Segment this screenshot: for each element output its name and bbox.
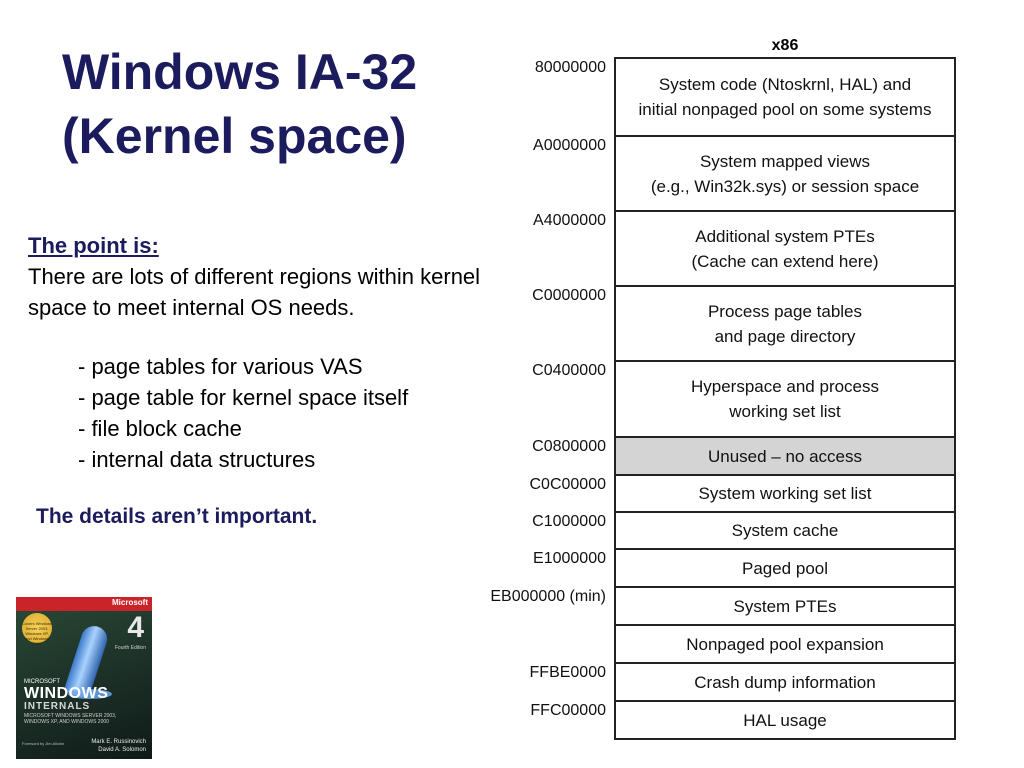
address-label: A0000000 [533,137,606,154]
memory-region-text: Paged pool [742,556,828,581]
bullet-item: - page tables for various VAS [78,354,363,379]
memory-region-text: Process page tables and page directory [708,299,862,349]
book-publisher: Microsoft [112,598,148,607]
memory-region-line: Nonpaged pool expansion [686,634,884,654]
memory-region-line: Unused – no access [707,446,863,466]
memory-region-text: System cache [732,518,839,543]
memory-region: Unused – no access [616,438,954,476]
address-label: C0400000 [532,362,606,379]
book-foreword: Foreword by Jim Allchin [22,741,65,746]
bullet-item: - internal data structures [78,447,316,472]
memory-region-text: HAL usage [743,708,826,733]
memory-region-text: Crash dump information [694,670,875,695]
point-body: There are lots of different regions with… [28,264,481,320]
book-brand: MICROSOFT [24,679,60,685]
memory-region: System PTEs [616,588,954,626]
memory-region: Additional system PTEs (Cache can extend … [616,212,954,287]
book-author: David A. Solomon [98,747,146,753]
memory-region-line: Process page tables [707,301,863,321]
memory-region-line: initial nonpaged pool on some systems [638,100,932,119]
book-author: Mark E. Russinovich [91,739,146,745]
memory-region: Crash dump information [616,664,954,702]
memory-map-diagram: System code (Ntoskrnl, HAL) and initial n… [614,57,956,740]
address-label: C0C00000 [529,476,607,493]
memory-region: Hyperspace and process working set list [616,362,954,438]
memory-map-label: x86 [771,37,799,54]
memory-region-text: System working set list [699,481,872,506]
book-publisher-band: Microsoft [16,597,152,611]
address-label: FFC00000 [530,702,606,719]
address-label: 80000000 [534,59,606,76]
memory-region-line: System code (Ntoskrnl, HAL) and [658,75,912,94]
memory-region-line: Additional system PTEs [695,226,875,246]
memory-region-line: Paged pool [741,558,829,578]
memory-region: Paged pool [616,550,954,588]
memory-region-text: System mapped views (e.g., Win32k.sys) or… [651,149,919,199]
memory-region-line: (Cache can extend here) [691,251,879,271]
address-label: FFBE0000 [529,664,606,681]
address-label: C1000000 [532,513,606,530]
book-pen-base [68,689,112,699]
address-label: E1000000 [533,550,606,567]
memory-region-text: Nonpaged pool expansion [686,632,884,657]
bullet-item: - file block cache [78,416,242,441]
memory-region-line: and page directory [714,326,856,346]
memory-region-line: System mapped views [699,151,871,171]
slide-title-line1: Windows IA-32 [62,44,418,100]
memory-region: System working set list [616,476,954,513]
memory-region-text: Unused – no access [708,444,862,469]
memory-region: System code (Ntoskrnl, HAL) and initial n… [616,59,954,137]
memory-region-text: System PTEs [734,594,837,619]
address-label: EB000000 (min) [490,588,606,605]
book-cover-image: Microsoft Covers Windows Server 2003, Wi… [16,597,152,759]
memory-region-text: System code (Ntoskrnl, HAL) and initial n… [639,72,932,122]
slide-title-line2: (Kernel space) [62,108,407,164]
memory-region-line: HAL usage [743,710,827,730]
memory-region-line: working set list [729,402,841,421]
book-subtitle-line1: MICROSOFT WINDOWS SERVER 2003, [24,713,117,719]
bullet-item: - page table for kernel space itself [78,385,409,410]
book-edition: 4 [127,611,144,644]
book-edition-label: Fourth Edition [114,645,146,651]
memory-region: System cache [616,513,954,550]
address-label: A4000000 [533,212,606,229]
memory-region: HAL usage [616,702,954,740]
memory-region-line: Crash dump information [694,672,876,692]
point-heading: The point is: [28,233,159,258]
slide-title: Windows IA-32 (Kernel space) [62,40,502,168]
details-note: The details aren’t important. [36,505,318,528]
bullet-list: - page tables for various VAS - page tab… [78,351,498,475]
book-subtitle-line2: WINDOWS XP, AND WINDOWS 2000 [24,719,109,725]
memory-region: Process page tables and page directory [616,287,954,362]
memory-region: Nonpaged pool expansion [616,626,954,664]
memory-region: System mapped views (e.g., Win32k.sys) or… [616,137,954,212]
memory-region-text: Hyperspace and process working set list [691,374,879,424]
point-section: The point is: There are lots of differen… [28,230,508,323]
book-title-line1: WINDOWS [24,685,109,702]
memory-region-text: Additional system PTEs (Cache can extend … [691,224,878,274]
book-badge: Covers Windows Server 2003, Windows XP, … [22,613,52,646]
memory-region-line: System working set list [698,484,872,503]
memory-region-line: (e.g., Win32k.sys) or session space [650,176,920,196]
memory-region-line: System PTEs [733,596,837,616]
address-label: C0800000 [532,438,606,455]
memory-region-line: Hyperspace and process [690,377,880,396]
address-label: C0000000 [532,287,606,304]
book-title-line2: INTERNALS [24,701,91,712]
memory-region-line: System cache [731,521,839,540]
